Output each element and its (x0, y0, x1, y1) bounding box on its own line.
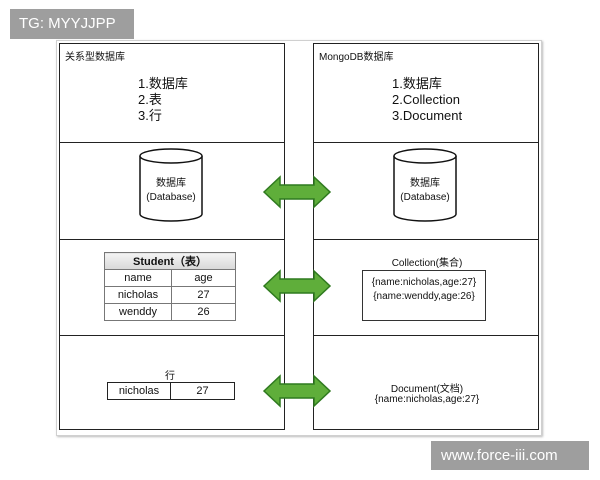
concept-item: 1.数据库 (138, 76, 188, 91)
table-cell: nicholas (104, 286, 172, 304)
table-cell: wenddy (104, 303, 172, 321)
divider (314, 239, 538, 240)
table-cell: 27 (170, 382, 235, 400)
concept-item: 2.表 (138, 92, 162, 107)
table-title: Student（表） (104, 252, 236, 270)
database-sublabel: (Database) (400, 192, 450, 203)
table-row: nicholas 27 (107, 382, 235, 400)
double-arrow-icon (262, 175, 332, 209)
panel-title: MongoDB数据库 (319, 52, 394, 63)
table-row: nicholas 27 (104, 286, 236, 304)
document-entry: {name:nicholas,age:27} (374, 394, 480, 405)
collection-box: {name:nicholas,age:27} {name:wenddy,age:… (362, 270, 486, 321)
database-label: 数据库 (156, 178, 186, 189)
double-arrow-icon (262, 269, 332, 303)
divider (314, 142, 538, 143)
table-cell: 27 (171, 286, 236, 304)
panel-title: 关系型数据库 (65, 52, 125, 63)
concept-list: 1.数据库 2.Collection 3.Document (392, 76, 462, 124)
collection-label: Collection(集合) (391, 258, 463, 269)
concept-item: 3.Document (392, 108, 463, 123)
column-header: age (171, 269, 236, 287)
student-table: Student（表） name age nicholas 27 wenddy 2… (104, 252, 236, 321)
concept-list: 1.数据库 2.表 3.行 (138, 76, 188, 124)
divider (60, 239, 284, 240)
table-row: wenddy 26 (104, 303, 236, 321)
concept-item: 3.行 (138, 108, 162, 123)
single-row: nicholas 27 (107, 382, 235, 400)
document-label: Document(文档) (390, 384, 464, 395)
database-sublabel: (Database) (146, 192, 196, 203)
document-entry: {name:nicholas,age:27} (371, 277, 477, 288)
watermark-top-left: TG: MYYJJPP (10, 9, 134, 39)
concept-item: 2.Collection (392, 92, 460, 107)
database-label: 数据库 (410, 178, 440, 189)
table-cell: 26 (171, 303, 236, 321)
database-cylinder-icon: 数据库 (Database) (393, 148, 457, 222)
concept-item: 1.数据库 (392, 76, 442, 91)
database-cylinder-icon: 数据库 (Database) (139, 148, 203, 222)
diagram-frame (56, 40, 542, 436)
document-entry: {name:wenddy,age:26} (373, 291, 475, 302)
watermark-bottom-right: www.force-iii.com (431, 441, 589, 470)
divider (60, 142, 284, 143)
divider (60, 335, 284, 336)
double-arrow-icon (262, 374, 332, 408)
row-label: 行 (165, 371, 175, 382)
column-header: name (104, 269, 172, 287)
table-cell: nicholas (107, 382, 171, 400)
divider (314, 335, 538, 336)
mongodb-panel: MongoDB数据库 1.数据库 2.Collection 3.Document… (313, 43, 539, 430)
relational-panel: 关系型数据库 1.数据库 2.表 3.行 数据库 (Database) Stud… (59, 43, 285, 430)
